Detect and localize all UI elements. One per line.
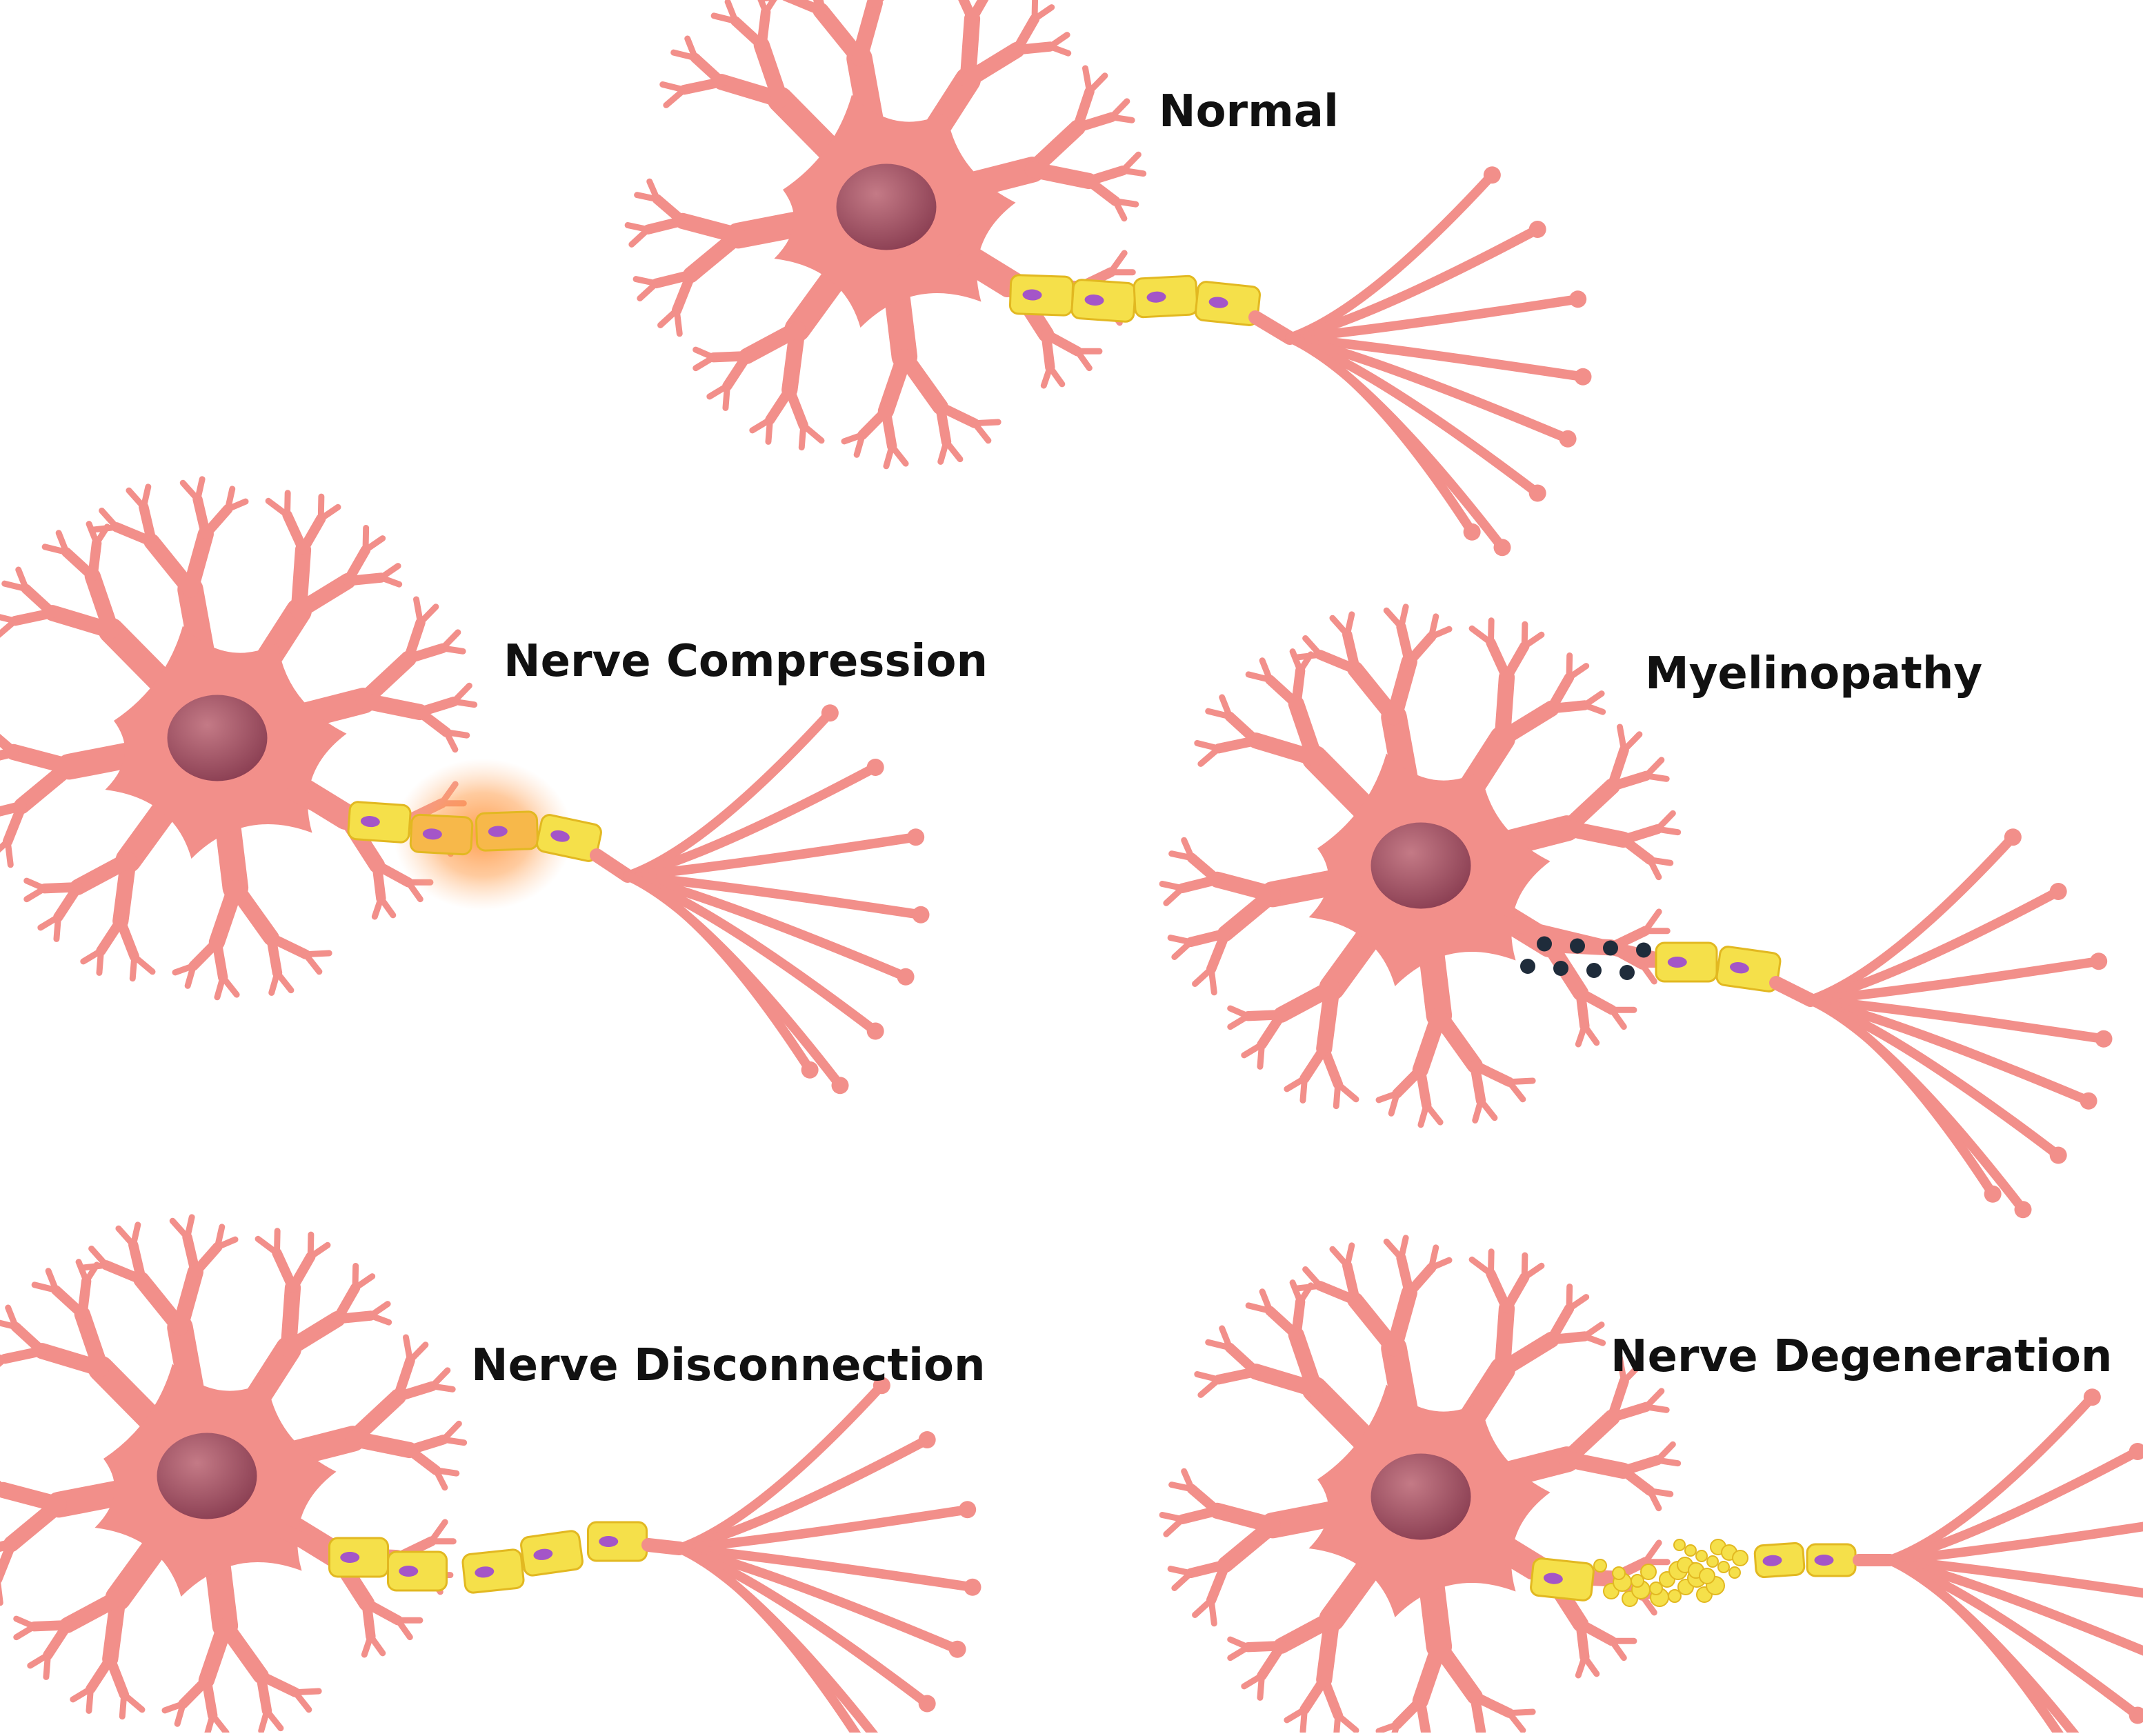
myelin-segment [1807, 1544, 1855, 1576]
myelin-fragment [1674, 1539, 1685, 1550]
terminal-bouton [2050, 883, 2067, 900]
myelin-segment [1530, 1558, 1594, 1602]
terminal-bouton [1984, 1186, 2002, 1203]
terminal-bouton [1494, 539, 1511, 556]
myelin-segment [1010, 275, 1073, 315]
myelin-segment [462, 1549, 524, 1594]
terminal-bouton [959, 1501, 976, 1518]
myelin-debris [1570, 939, 1585, 954]
myelin-fragment [1733, 1550, 1748, 1566]
myelin-segment [1754, 1543, 1804, 1578]
terminal-bouton [913, 906, 930, 924]
myelin-segment [410, 815, 473, 855]
terminal-bouton [2050, 1147, 2067, 1164]
myelin-fragment [1700, 1568, 1715, 1584]
terminal-bouton [801, 1061, 819, 1079]
myelinopathy-title: Myelinopathy [1645, 652, 1982, 696]
terminal-bouton [1569, 290, 1586, 308]
myelin-segment [1071, 279, 1136, 322]
disconnection-neuron-body [0, 1217, 464, 1733]
myelin-segment [520, 1530, 584, 1576]
terminal-bouton [2004, 828, 2022, 846]
myelin-segment [1656, 943, 1717, 981]
myelin-segment [588, 1522, 647, 1561]
myelin-segment [1134, 276, 1198, 318]
myelin-fragment [1718, 1562, 1729, 1573]
myelin-fragment [1613, 1567, 1625, 1579]
myelin-fragment [1594, 1559, 1606, 1572]
nerve-degeneration-title: Nerve Degeneration [1611, 1335, 2112, 1379]
cell-nucleus [837, 164, 937, 250]
schwann-nucleus [340, 1552, 359, 1563]
normal-title: Normal [1159, 90, 1339, 134]
cell-nucleus [1371, 823, 1471, 909]
schwann-nucleus [1668, 957, 1687, 968]
myelin-debris [1619, 965, 1635, 980]
degeneration-neuron-body [1162, 1238, 1678, 1733]
cell-nucleus [168, 695, 268, 781]
terminal-bouton [964, 1579, 981, 1596]
terminal-bouton [2090, 952, 2107, 970]
myelin-fragment [1685, 1545, 1696, 1556]
myelin-fragment [1696, 1550, 1707, 1562]
myelin-segment [330, 1538, 388, 1577]
terminal-bouton [919, 1695, 936, 1713]
compression-neuron-body [0, 479, 475, 997]
myelin-debris [1586, 963, 1602, 978]
normal-axon-terminal [1290, 166, 1592, 556]
terminal-bouton [867, 759, 884, 776]
myelin-fragment [1641, 1564, 1656, 1579]
nerve-disconnection-title: Nerve Disconnection [471, 1344, 986, 1388]
compression-axon-terminal [628, 704, 930, 1094]
terminal-bouton [1529, 485, 1546, 502]
schwann-nucleus [399, 1566, 418, 1577]
schwann-nucleus [1815, 1555, 1834, 1566]
compression-axon-distal [597, 855, 628, 876]
myelin-debris [1636, 943, 1651, 958]
terminal-bouton [2080, 1093, 2097, 1110]
myelin-debris [1553, 961, 1568, 976]
myelin-debris [1537, 937, 1552, 952]
terminal-bouton [919, 1431, 936, 1448]
schwann-nucleus [599, 1536, 618, 1547]
normal-neuron-body [628, 0, 1144, 466]
terminal-bouton [821, 704, 839, 721]
myelin-segment [388, 1552, 447, 1590]
terminal-bouton [1464, 523, 1481, 541]
terminal-bouton [2095, 1030, 2113, 1048]
myelin-fragment [1707, 1556, 1718, 1567]
myelin-debris [1603, 941, 1618, 956]
myelin-segment [476, 811, 538, 850]
degeneration-axon-terminal [1890, 1388, 2143, 1733]
myelin-debris [1520, 959, 1535, 974]
terminal-bouton [2084, 1388, 2101, 1406]
terminal-bouton [1529, 221, 1546, 238]
terminal-bouton [832, 1077, 849, 1094]
myelin-fragment [1729, 1567, 1740, 1578]
cell-nucleus [1371, 1454, 1471, 1540]
cell-nucleus [157, 1433, 257, 1519]
myelinopathy-axon-terminal [1811, 828, 2113, 1218]
terminal-bouton [907, 828, 924, 846]
terminal-bouton [1559, 430, 1577, 448]
myelinopathy-neuron-body [1162, 607, 1678, 1125]
myelinopathy-axon-distal [1776, 983, 1811, 1000]
terminal-bouton [1484, 166, 1501, 183]
terminal-bouton [949, 1641, 966, 1658]
terminal-bouton [1575, 368, 1592, 386]
myelin-segment [348, 801, 411, 843]
terminal-bouton [867, 1023, 884, 1040]
terminal-bouton [897, 968, 915, 986]
normal-axon-distal [1255, 317, 1290, 338]
disconnection-axon-terminal [679, 1377, 981, 1733]
terminal-bouton [2015, 1201, 2032, 1218]
nerve-compression-title: Nerve Compression [504, 639, 988, 684]
